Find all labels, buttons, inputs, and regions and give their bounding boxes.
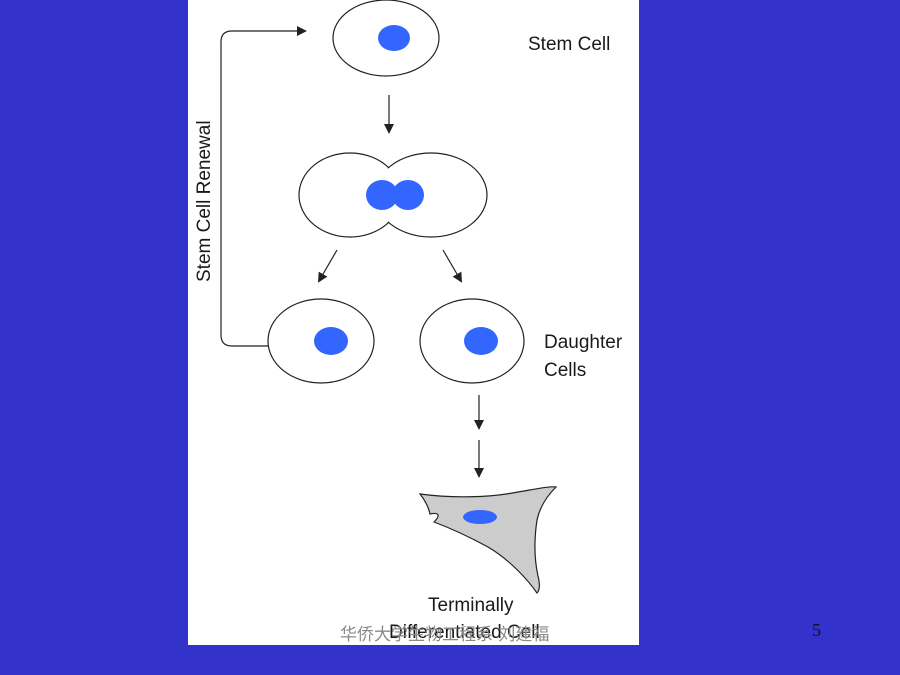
stem-cell-nucleus <box>378 25 410 51</box>
differentiated-cell <box>418 486 558 594</box>
arrow-left-daughter <box>317 249 338 283</box>
stem-cell-label: Stem Cell <box>528 34 610 55</box>
daughter-cell-right <box>419 298 525 384</box>
stem-cell <box>332 0 440 77</box>
stem-cell-diagram: Stem Cell Daughter <box>194 0 623 643</box>
page-number: 5 <box>812 620 821 640</box>
daughter-label-line1: Daughter <box>544 332 623 353</box>
diagram-panel: Stem Cell Daughter <box>188 0 639 645</box>
dividing-nucleus-right <box>392 180 424 210</box>
daughter-cell-left <box>267 298 375 384</box>
renewal-loop-arrow <box>220 26 307 347</box>
footer-text: 华侨大学生物工程系 刘建福 <box>340 625 550 645</box>
terminal-label-line1: Terminally <box>428 595 514 616</box>
terminal-label-line2: Differentiated Cell <box>389 622 540 643</box>
dividing-cell <box>298 152 488 238</box>
arrow-right-daughter <box>442 249 463 283</box>
differentiated-nucleus <box>463 510 497 524</box>
daughter-label-line2: Cells <box>544 360 586 381</box>
stem-cell-renewal-label: Stem Cell Renewal <box>194 120 215 282</box>
dividing-nucleus-left <box>366 180 398 210</box>
